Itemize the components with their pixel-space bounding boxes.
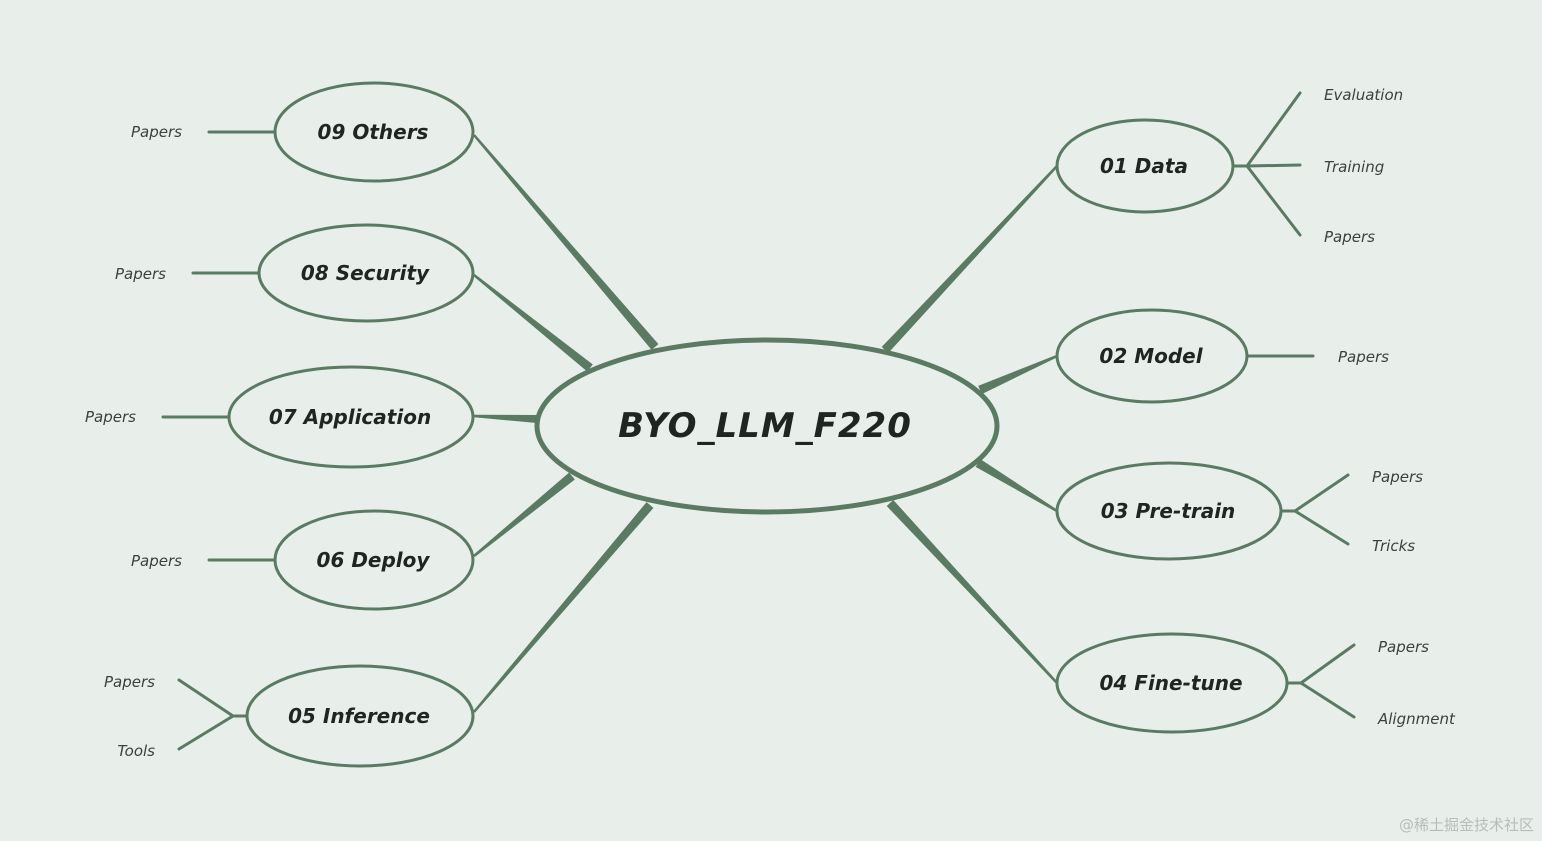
edge-pre-train: [975, 459, 1058, 513]
node-label-others: 09 Others: [318, 120, 429, 144]
leaf-connector-data-2: [1245, 164, 1302, 237]
leaf-connector-inference-0: [177, 678, 235, 718]
leaf-connector-fine-tune-0: [1299, 643, 1356, 685]
leaf-label-data-evaluation[interactable]: Evaluation: [1324, 86, 1403, 104]
node-security[interactable]: [257, 223, 475, 323]
node-label-deploy: 06 Deploy: [317, 548, 431, 572]
leaf-label-data-papers[interactable]: Papers: [1324, 228, 1375, 246]
node-application[interactable]: [227, 365, 475, 469]
node-others[interactable]: [273, 81, 475, 183]
leaf-label-model-papers[interactable]: Papers: [1338, 348, 1389, 366]
leaf-label-fine-tune-papers[interactable]: Papers: [1378, 638, 1429, 656]
edge-fine-tune: [886, 499, 1058, 684]
edge-others: [473, 134, 659, 350]
leaf-connector-fine-tune-1: [1299, 681, 1356, 719]
leaf-label-security-papers[interactable]: Papers: [115, 265, 166, 283]
node-model[interactable]: [1055, 308, 1249, 404]
node-inference[interactable]: [245, 664, 475, 768]
leaf-label-fine-tune-alignment[interactable]: Alignment: [1377, 710, 1456, 728]
node-label-pre-train: 03 Pre-train: [1101, 499, 1236, 523]
leaf-label-data-training[interactable]: Training: [1324, 158, 1384, 176]
leaf-label-pre-train-papers[interactable]: Papers: [1372, 468, 1423, 486]
leaf-connector-data-0: [1245, 91, 1302, 168]
edge-inference: [473, 502, 654, 713]
leaf-label-application-papers[interactable]: Papers: [85, 408, 136, 426]
leaf-connector-pre-train-1: [1293, 509, 1350, 546]
edges-layer: [161, 91, 1356, 751]
edge-application: [473, 414, 538, 423]
root-node-label: BYO_LLM_F220: [618, 406, 912, 446]
node-label-inference: 05 Inference: [288, 704, 430, 728]
node-label-fine-tune: 04 Fine-tune: [1099, 671, 1242, 695]
watermark: @稀土掘金技术社区: [1398, 816, 1534, 834]
leaf-connector-data-1: [1245, 163, 1302, 168]
leaf-label-others-papers[interactable]: Papers: [131, 123, 182, 141]
node-label-model: 02 Model: [1099, 344, 1203, 368]
edge-deploy: [473, 472, 575, 557]
root-node-shape[interactable]: [534, 337, 1000, 515]
node-label-data: 01 Data: [1100, 154, 1188, 178]
node-fine-tune[interactable]: [1055, 632, 1289, 734]
leaf-connector-pre-train-0: [1293, 473, 1350, 513]
edge-model: [978, 354, 1058, 395]
edge-security: [473, 274, 593, 372]
leaf-connector-inference-1: [177, 714, 235, 751]
node-deploy[interactable]: [273, 509, 475, 611]
node-label-application: 07 Application: [269, 405, 431, 429]
edge-data: [881, 165, 1058, 354]
leaf-label-pre-train-tricks[interactable]: Tricks: [1372, 537, 1415, 555]
leaf-label-deploy-papers[interactable]: Papers: [131, 552, 182, 570]
leaf-label-inference-papers[interactable]: Papers: [104, 673, 155, 691]
node-data[interactable]: [1055, 118, 1235, 214]
leaf-label-inference-tools[interactable]: Tools: [117, 742, 155, 760]
node-label-security: 08 Security: [301, 261, 430, 285]
node-pre-train[interactable]: [1055, 461, 1283, 561]
